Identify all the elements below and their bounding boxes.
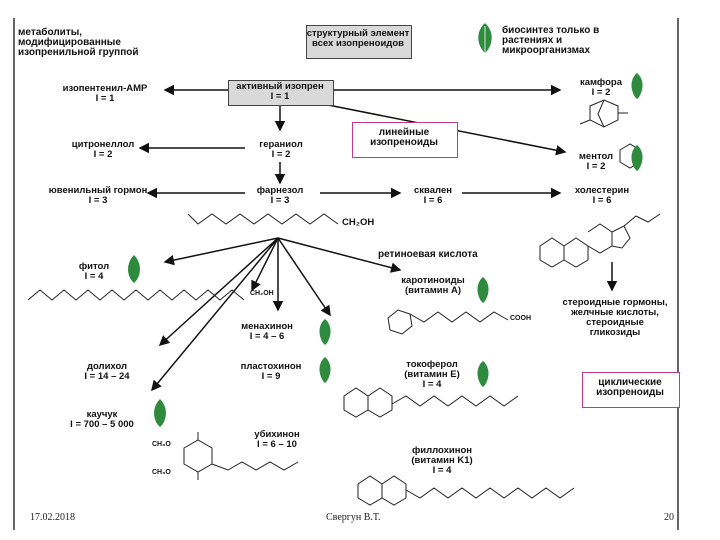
footer-date: 17.02.2018 xyxy=(30,512,75,523)
footer-page-number: 20 xyxy=(664,512,674,523)
leaf-icon-carotenoids xyxy=(474,276,492,309)
legend-plant-biosynthesis: биосинтез только в растениях и микроорга… xyxy=(502,25,600,56)
leaf-icon-tocopherol xyxy=(474,360,492,393)
ch3o-label-1: CH₃O xyxy=(152,441,171,448)
ubiquinone-structure xyxy=(183,432,299,480)
footer-author: Свергун В.Т. xyxy=(326,512,381,523)
legend-prenylated-metabolites: метаболиты, модифицированные изопренильн… xyxy=(18,27,139,58)
ch2oh-label-2: CH₂OH xyxy=(250,290,274,297)
node-carotenoids: каротиноиды (витамин А) xyxy=(401,275,465,296)
leaf-icon-plastoquinone xyxy=(316,356,334,389)
legend-structural-element-box xyxy=(306,25,412,59)
active-isoprene-box xyxy=(228,80,334,106)
leaf-icon-menaquinone xyxy=(316,318,334,351)
camphor-structure xyxy=(579,99,628,128)
ch3o-label-2: CH₃O xyxy=(152,469,171,476)
linear-isoprenoids-label: линейные изопреноиды xyxy=(370,127,438,148)
phytol-chain xyxy=(27,289,245,301)
tocopherol-structure xyxy=(343,387,519,418)
leaf-icon xyxy=(474,22,496,59)
carotenoid-structure xyxy=(387,309,509,335)
leaf-icon-menthol xyxy=(628,144,646,177)
node-steroids: стероидные гормоны, желчные кислоты, сте… xyxy=(562,297,668,338)
leaf-icon-rubber xyxy=(150,398,170,433)
farnesol-chain xyxy=(187,213,339,225)
phylloquinone-structure xyxy=(357,475,575,506)
node-phylloquinone: филлохинон (витамин K1)I = 4 xyxy=(411,445,473,476)
cooh-label: COOH xyxy=(510,315,531,322)
node-retinoic-acid: ретиноевая кислота xyxy=(378,249,478,260)
ch2oh-label-1: CH₂OH xyxy=(342,217,375,228)
cyclic-isoprenoids-box xyxy=(582,372,680,408)
node-tocopherol: токоферол (витамин Е)I = 4 xyxy=(404,359,460,390)
cyclic-isoprenoids-label: циклические изопреноиды xyxy=(596,377,664,398)
linear-isoprenoids-box xyxy=(352,122,458,158)
legend-structural-element: структурный элемент всех изопреноидов xyxy=(306,28,410,49)
leaf-icon-camphor xyxy=(628,72,646,105)
cholesterol-structure xyxy=(539,213,661,268)
leaf-icon-phytol xyxy=(124,254,144,289)
